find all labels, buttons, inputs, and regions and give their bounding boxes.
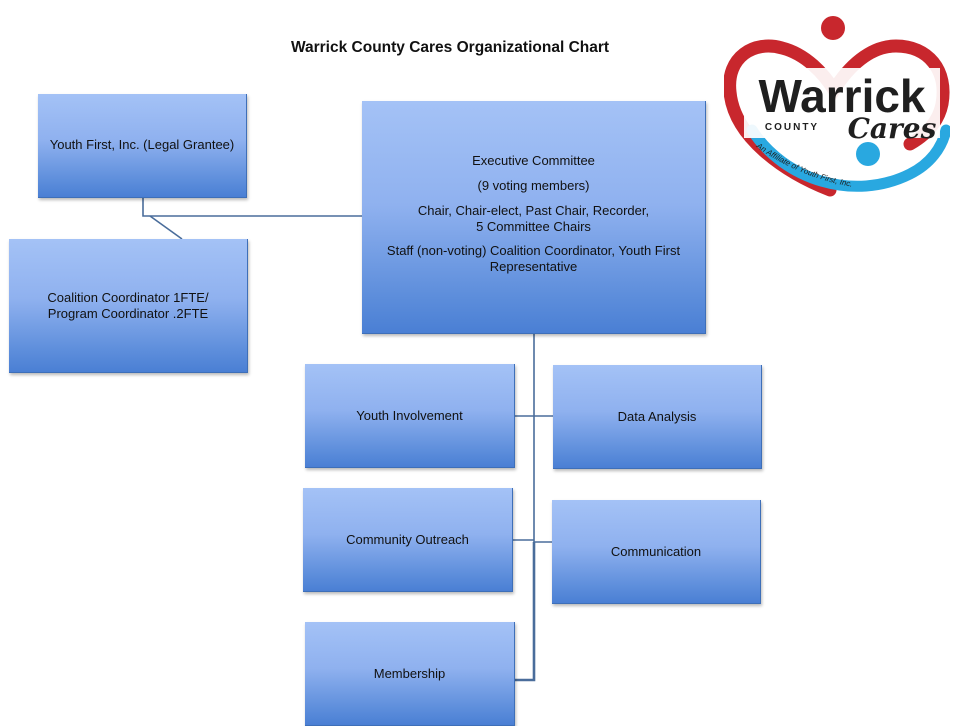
communication-box: Communication xyxy=(552,500,761,604)
membership-label: Membership xyxy=(373,666,446,681)
staff-line-2: Representative xyxy=(489,259,578,274)
positions-line-1: Chair, Chair-elect, Past Chair, Recorder… xyxy=(417,203,650,218)
youth-involvement-box: Youth Involvement xyxy=(305,364,515,468)
youth-involvement-label: Youth Involvement xyxy=(356,407,463,423)
connector-youthfirst xyxy=(142,197,362,217)
connector-coordinator xyxy=(149,215,183,240)
coalition-coordinator-box: Coalition Coordinator 1FTE/ Program Coor… xyxy=(9,239,248,373)
staff-line-1: Staff (non-voting) Coalition Coordinator… xyxy=(386,243,681,258)
warrick-county-cares-logo: Warrick COUNTY Cares An Affiliate of You… xyxy=(724,16,950,197)
executive-committee-voting: (9 voting members) xyxy=(477,178,590,193)
connector-trunk-lower xyxy=(512,542,536,682)
positions-line-2: 5 Committee Chairs xyxy=(476,219,591,234)
logo-warrick: Warrick xyxy=(758,70,925,122)
chart-title: Warrick County Cares Organizational Char… xyxy=(290,39,610,56)
communication-label: Communication xyxy=(610,543,702,559)
logo-blue-head xyxy=(856,142,880,166)
community-outreach-label: Community Outreach xyxy=(346,531,469,547)
membership-box: Membership xyxy=(305,622,515,726)
coalition-coordinator-label-1: Coalition Coordinator 1FTE/ xyxy=(47,289,209,305)
data-analysis-box: Data Analysis xyxy=(553,365,762,469)
logo-county: COUNTY xyxy=(765,122,819,133)
coalition-coordinator-label-2: Program Coordinator .2FTE xyxy=(47,305,209,321)
executive-committee-staff: Staff (non-voting) Coalition Coordinator… xyxy=(387,243,680,275)
logo-cares: Cares xyxy=(848,112,937,145)
executive-committee-positions: Chair, Chair-elect, Past Chair, Recorder… xyxy=(418,203,649,235)
youth-first-box: Youth First, Inc. (Legal Grantee) xyxy=(38,94,247,198)
logo-blue-swoosh xyxy=(746,124,950,192)
data-analysis-label: Data Analysis xyxy=(617,408,697,424)
executive-committee-heading: Executive Committee xyxy=(472,153,595,168)
logo-text-panel xyxy=(744,68,940,138)
youth-first-label: Youth First, Inc. (Legal Grantee) xyxy=(49,137,235,152)
logo-red-head xyxy=(821,16,845,40)
executive-committee-box: Executive Committee (9 voting members) C… xyxy=(362,101,706,334)
community-outreach-box: Community Outreach xyxy=(303,488,513,592)
